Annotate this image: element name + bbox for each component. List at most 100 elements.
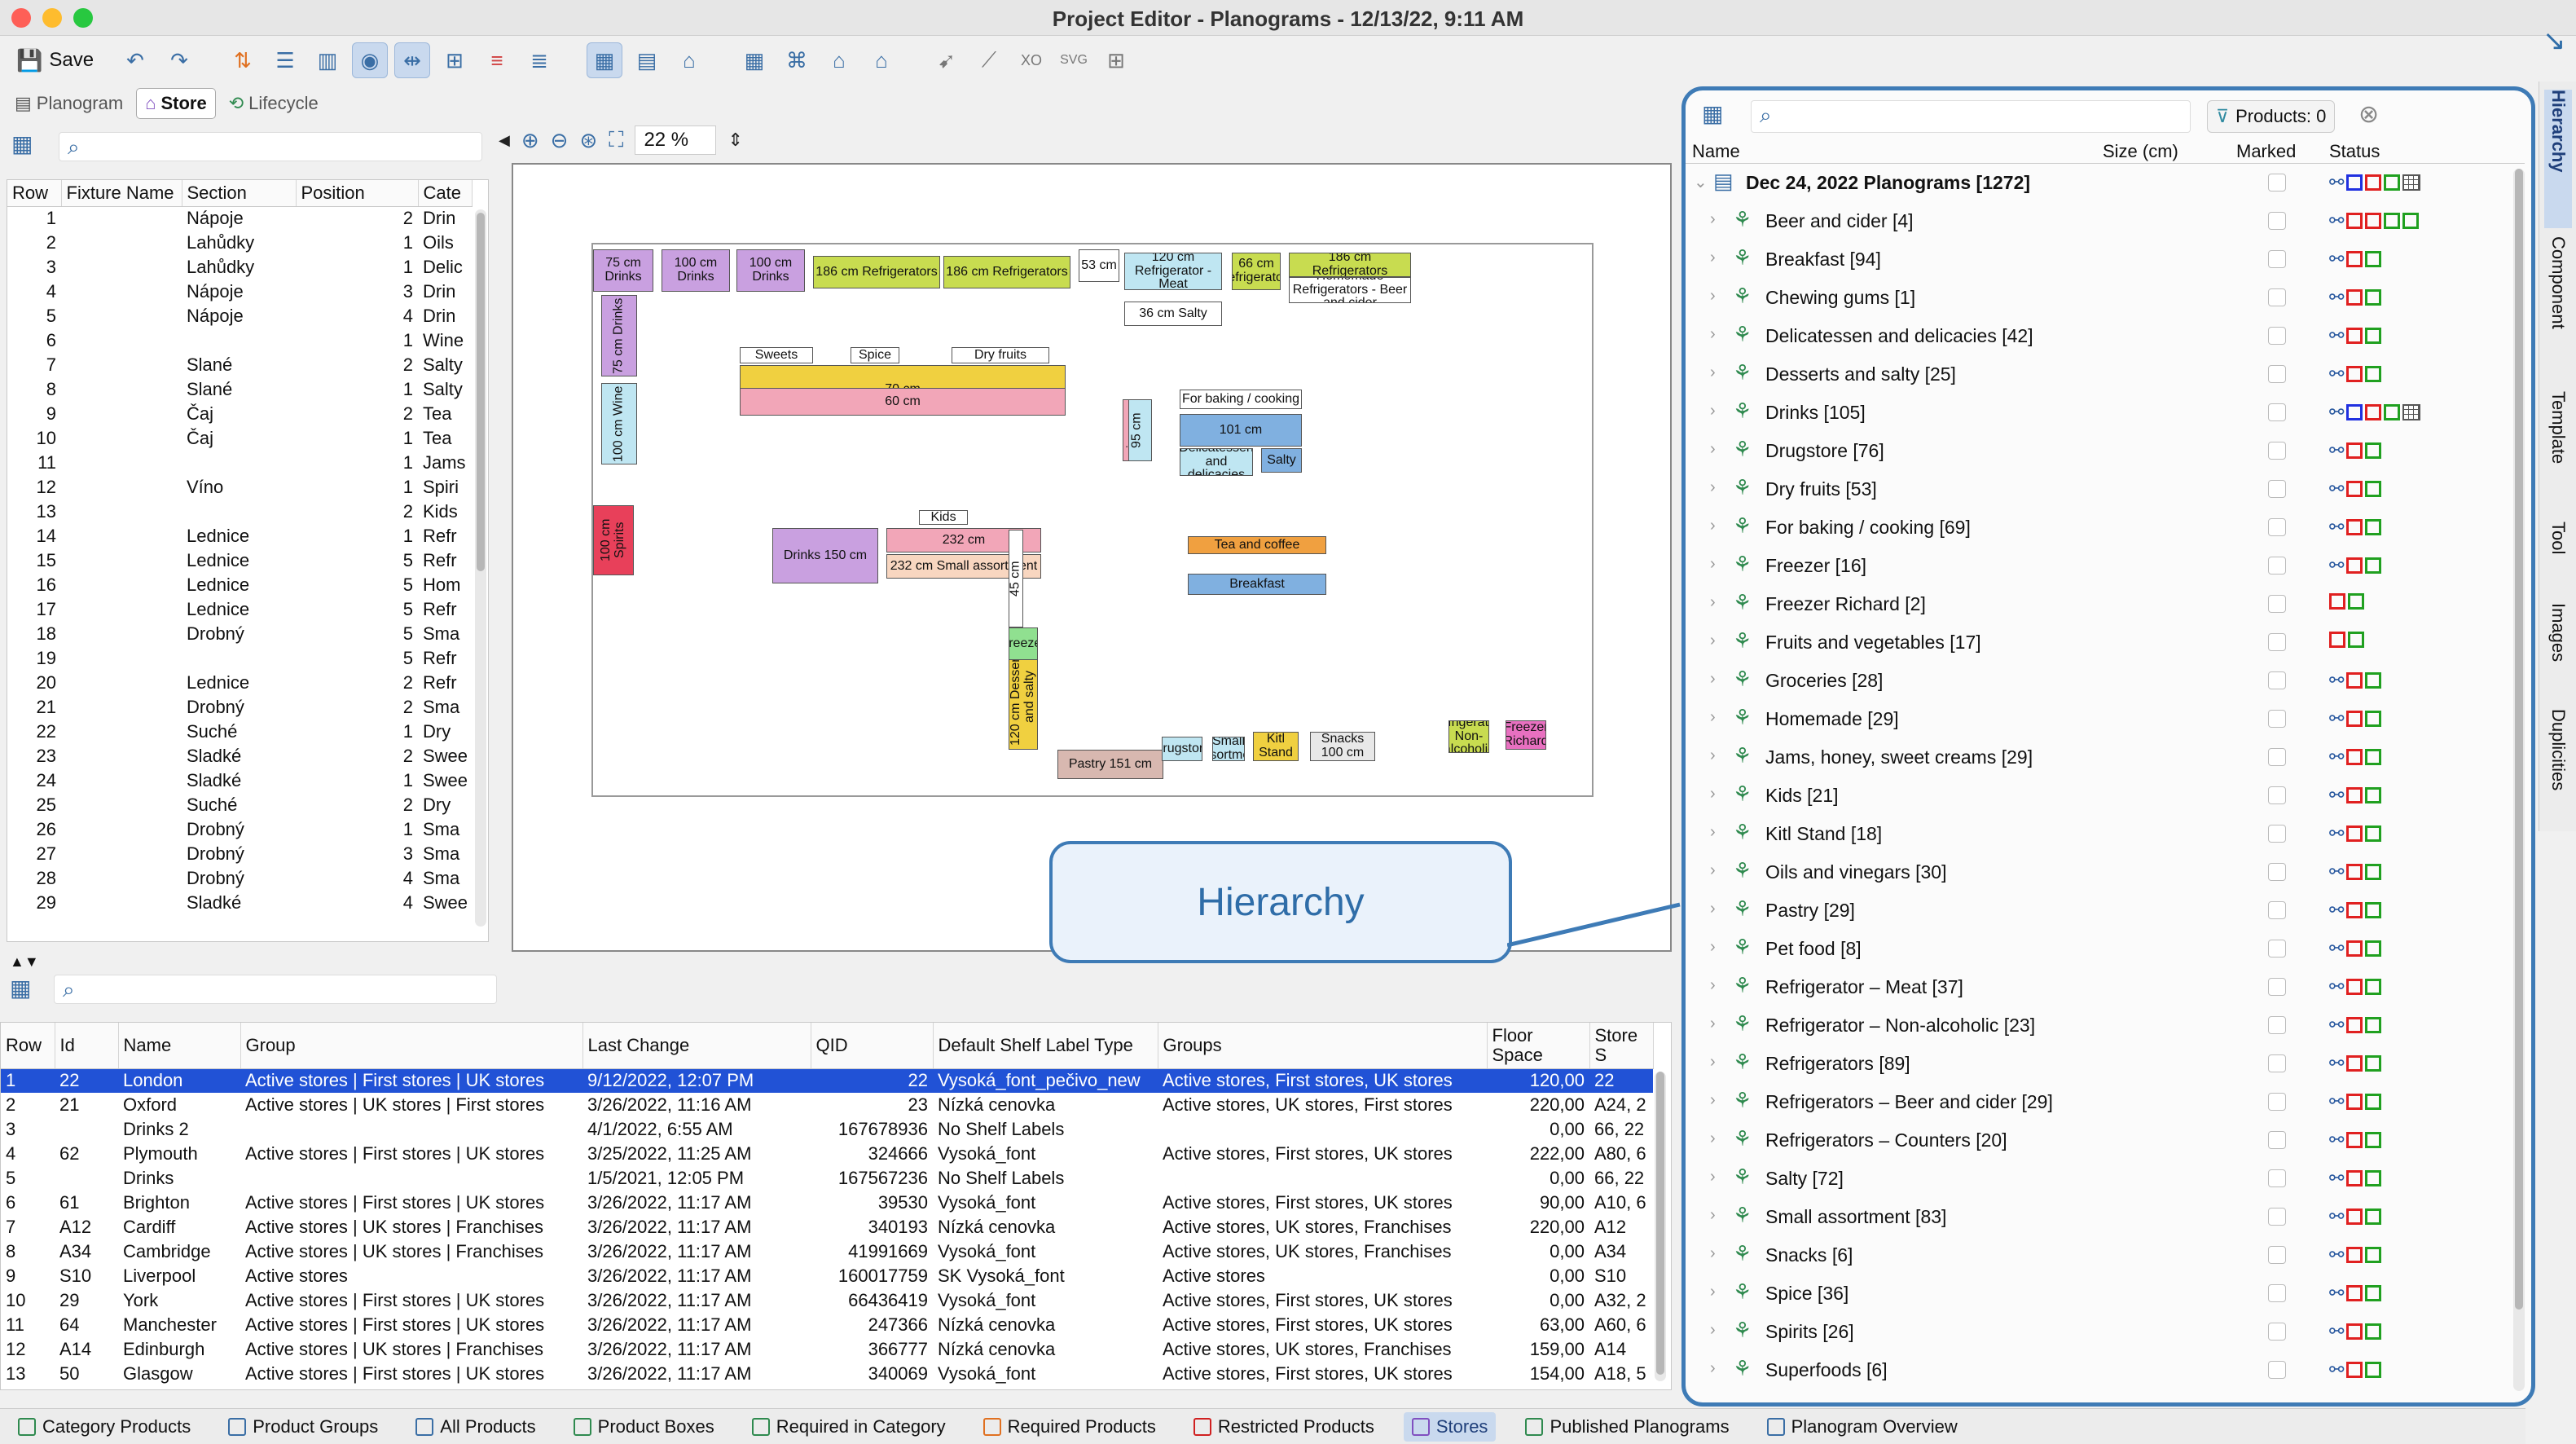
pointer-icon[interactable]: ➹ (938, 47, 956, 73)
planogram-shelf[interactable]: 100 cm Wine (601, 383, 637, 464)
chevron-right-icon[interactable]: › (1710, 325, 1716, 343)
distribute-icon[interactable]: ≡ (490, 47, 503, 73)
planogram-shelf[interactable]: Kids (919, 510, 968, 525)
planogram-shelf[interactable]: 186 cm Refrigerators (1289, 253, 1411, 277)
chevron-right-icon[interactable]: › (1710, 1091, 1716, 1109)
planogram-shelf[interactable]: Small assortment (1212, 737, 1245, 761)
stores-column-header[interactable]: Id (55, 1023, 119, 1069)
chevron-right-icon[interactable]: › (1710, 210, 1716, 228)
table-settings-icon[interactable]: ▦ (10, 975, 32, 1001)
marked-checkbox[interactable] (2268, 1093, 2286, 1111)
planogram-shelf[interactable]: 186 cm Refrigerators (943, 256, 1070, 288)
chevron-right-icon[interactable]: › (1710, 287, 1716, 305)
marked-checkbox[interactable] (2268, 1323, 2286, 1341)
tab-hierarchy[interactable]: Hierarchy (2544, 90, 2572, 228)
planogram-shelf[interactable]: 53 cm (1079, 249, 1119, 282)
chevron-right-icon[interactable]: › (1710, 363, 1716, 381)
tab-component[interactable]: Component (2544, 236, 2572, 383)
svg-export-icon[interactable]: SVG (1060, 53, 1088, 67)
marked-checkbox[interactable] (2268, 1208, 2286, 1226)
planogram-shelf[interactable]: 101 cm (1180, 414, 1302, 447)
bottom-tab[interactable]: Product Boxes (565, 1412, 723, 1442)
planogram-shelf[interactable]: 75 cm Drinks (601, 295, 637, 376)
warehouse-icon[interactable]: ⌘ (786, 47, 807, 73)
planogram-shelf[interactable]: 36 cm Salty (1124, 302, 1222, 326)
tree-item[interactable]: ›⚘Drugstore [76]⚯ (1686, 432, 2525, 470)
tree-item[interactable]: ›⚘Kitl Stand [18]⚯ (1686, 815, 2525, 853)
planogram-shelf[interactable]: Salty (1261, 448, 1302, 473)
list-indent-icon[interactable]: ≣ (530, 47, 548, 73)
chevron-down-icon[interactable]: ⌄ (1694, 174, 1708, 192)
hierarchy-scrollbar[interactable] (2513, 169, 2525, 1391)
planogram-shelf[interactable]: Freezer (1009, 627, 1038, 660)
tree-item[interactable]: ›⚘Kids [21]⚯ (1686, 777, 2525, 815)
zoom-out-icon[interactable]: ⊖ (550, 127, 569, 152)
stores-column-header[interactable]: Last Change (582, 1023, 811, 1069)
fixture-column-header[interactable]: Fixture Name (61, 180, 182, 207)
tree-item[interactable]: ›⚘Refrigerators – Counters [20]⚯ (1686, 1121, 2525, 1160)
chevron-right-icon[interactable]: › (1710, 746, 1716, 764)
marked-checkbox[interactable] (2268, 978, 2286, 996)
planogram-shelf[interactable]: 75 cm Drinks (593, 249, 653, 292)
tree-item[interactable]: ›⚘Snacks [6]⚯ (1686, 1236, 2525, 1275)
chevron-right-icon[interactable]: › (1710, 938, 1716, 956)
sort-icon[interactable]: ⇅ (234, 47, 252, 73)
layout-icon[interactable]: ⊞ (1107, 47, 1125, 73)
fixture-table-scrollbar[interactable] (475, 209, 486, 927)
marked-checkbox[interactable] (2268, 1169, 2286, 1187)
planogram-shelf[interactable]: Homemade Refrigerators - Beer and cider (1289, 277, 1411, 303)
header-marked[interactable]: Marked (2236, 141, 2297, 161)
zoom-in-icon[interactable]: ⊕ (521, 127, 539, 152)
hierarchy-settings-icon[interactable]: ▦ (1702, 101, 1724, 126)
tree-item[interactable]: ›⚘Jams, honey, sweet creams [29]⚯ (1686, 738, 2525, 777)
chevron-right-icon[interactable]: › (1710, 861, 1716, 879)
chevron-right-icon[interactable]: › (1710, 555, 1716, 573)
hierarchy-search-input[interactable]: ⌕ (1751, 100, 2191, 133)
stores-table-scrollbar[interactable] (1655, 1072, 1666, 1381)
tree-item[interactable]: ›⚘Beer and cider [4]⚯ (1686, 202, 2525, 240)
zoom-fit-icon[interactable]: ⊛ (579, 127, 598, 152)
planogram-shelf[interactable]: 100 cm Spirits (593, 505, 634, 575)
chevron-right-icon[interactable]: › (1710, 670, 1716, 688)
tree-item[interactable]: ›⚘Freezer Richard [2] (1686, 585, 2525, 623)
table-icon[interactable]: ▦ (744, 47, 765, 73)
bottom-tab[interactable]: Stores (1403, 1411, 1497, 1442)
chevron-right-icon[interactable]: › (1710, 785, 1716, 803)
planogram-shelf[interactable]: Spice (851, 347, 899, 363)
building-icon[interactable]: ⌂ (833, 47, 846, 73)
fixture-search-input[interactable]: ⌕ (59, 132, 482, 161)
marked-checkbox[interactable] (2268, 1284, 2286, 1302)
chevron-right-icon[interactable]: › (1710, 440, 1716, 458)
marked-checkbox[interactable] (2268, 518, 2286, 536)
planogram-shelf[interactable]: Freezer Richard (1506, 720, 1546, 750)
planogram-shelf[interactable]: Breakfast (1188, 574, 1326, 595)
marked-checkbox[interactable] (2268, 1361, 2286, 1379)
marked-checkbox[interactable] (2268, 940, 2286, 958)
marked-checkbox[interactable] (2268, 327, 2286, 345)
stores-search-input[interactable]: ⌕ (54, 975, 497, 1004)
store-icon[interactable]: ⌂ (683, 47, 696, 73)
marked-checkbox[interactable] (2268, 1016, 2286, 1034)
marked-checkbox[interactable] (2268, 250, 2286, 268)
chevron-right-icon[interactable]: › (1710, 517, 1716, 535)
marked-checkbox[interactable] (2268, 1246, 2286, 1264)
tree-item[interactable]: ›⚘Refrigerators – Beer and cider [29]⚯ (1686, 1083, 2525, 1121)
chevron-right-icon[interactable]: › (1710, 478, 1716, 496)
planogram-shelf[interactable]: Snacks 100 cm (1310, 732, 1375, 761)
chevron-right-icon[interactable]: › (1710, 593, 1716, 611)
header-size[interactable]: Size (cm) (2103, 141, 2178, 161)
chevron-right-icon[interactable]: › (1710, 1168, 1716, 1186)
planogram-shelf[interactable]: 120 cm Refrigerator - Meat (1124, 253, 1222, 290)
chevron-right-icon[interactable]: › (1710, 1244, 1716, 1262)
planogram-shelf[interactable]: Pastry 151 cm (1057, 750, 1163, 779)
